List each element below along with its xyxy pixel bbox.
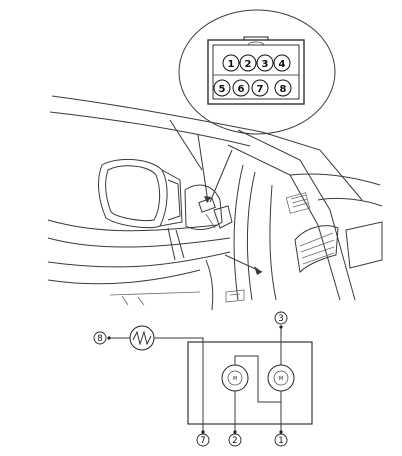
motor-right-icon: M [267, 364, 295, 392]
svg-text:1: 1 [228, 59, 235, 70]
terminal-label-8: 8 [93, 331, 107, 345]
connector-pin-4: 4 [273, 54, 291, 72]
svg-text:1: 1 [278, 436, 283, 446]
svg-text:7: 7 [200, 436, 205, 446]
motor-left-icon: M [221, 364, 249, 392]
svg-text:M: M [279, 376, 283, 382]
terminal-label-3: 3 [274, 311, 288, 325]
connector-pin-1: 1 [222, 54, 240, 72]
terminal-label-7: 7 [196, 433, 210, 447]
svg-text:2: 2 [232, 436, 237, 446]
svg-text:8: 8 [280, 84, 287, 95]
svg-text:5: 5 [219, 84, 226, 95]
svg-text:8: 8 [97, 334, 102, 344]
connector-callout [178, 9, 336, 203]
heater-element-icon [129, 325, 155, 351]
terminal-label-2: 2 [228, 433, 242, 447]
car-interior-illustration [47, 95, 383, 311]
connector-pin-7: 7 [251, 79, 269, 97]
svg-text:M: M [233, 376, 237, 382]
connector-pin-8: 8 [274, 79, 292, 97]
mirror-circuit-schematic: M M [107, 325, 313, 434]
connector-pin-2: 2 [239, 54, 257, 72]
svg-text:6: 6 [238, 84, 245, 95]
svg-text:3: 3 [262, 59, 269, 70]
svg-text:2: 2 [245, 59, 252, 70]
terminal-label-1: 1 [274, 433, 288, 447]
mirror-motor-box [187, 341, 313, 425]
svg-text:3: 3 [278, 314, 283, 324]
svg-text:4: 4 [279, 59, 286, 70]
connector-pin-3: 3 [256, 54, 274, 72]
connector-pin-5: 5 [213, 79, 231, 97]
connector-pin-6: 6 [232, 79, 250, 97]
svg-text:7: 7 [257, 84, 264, 95]
